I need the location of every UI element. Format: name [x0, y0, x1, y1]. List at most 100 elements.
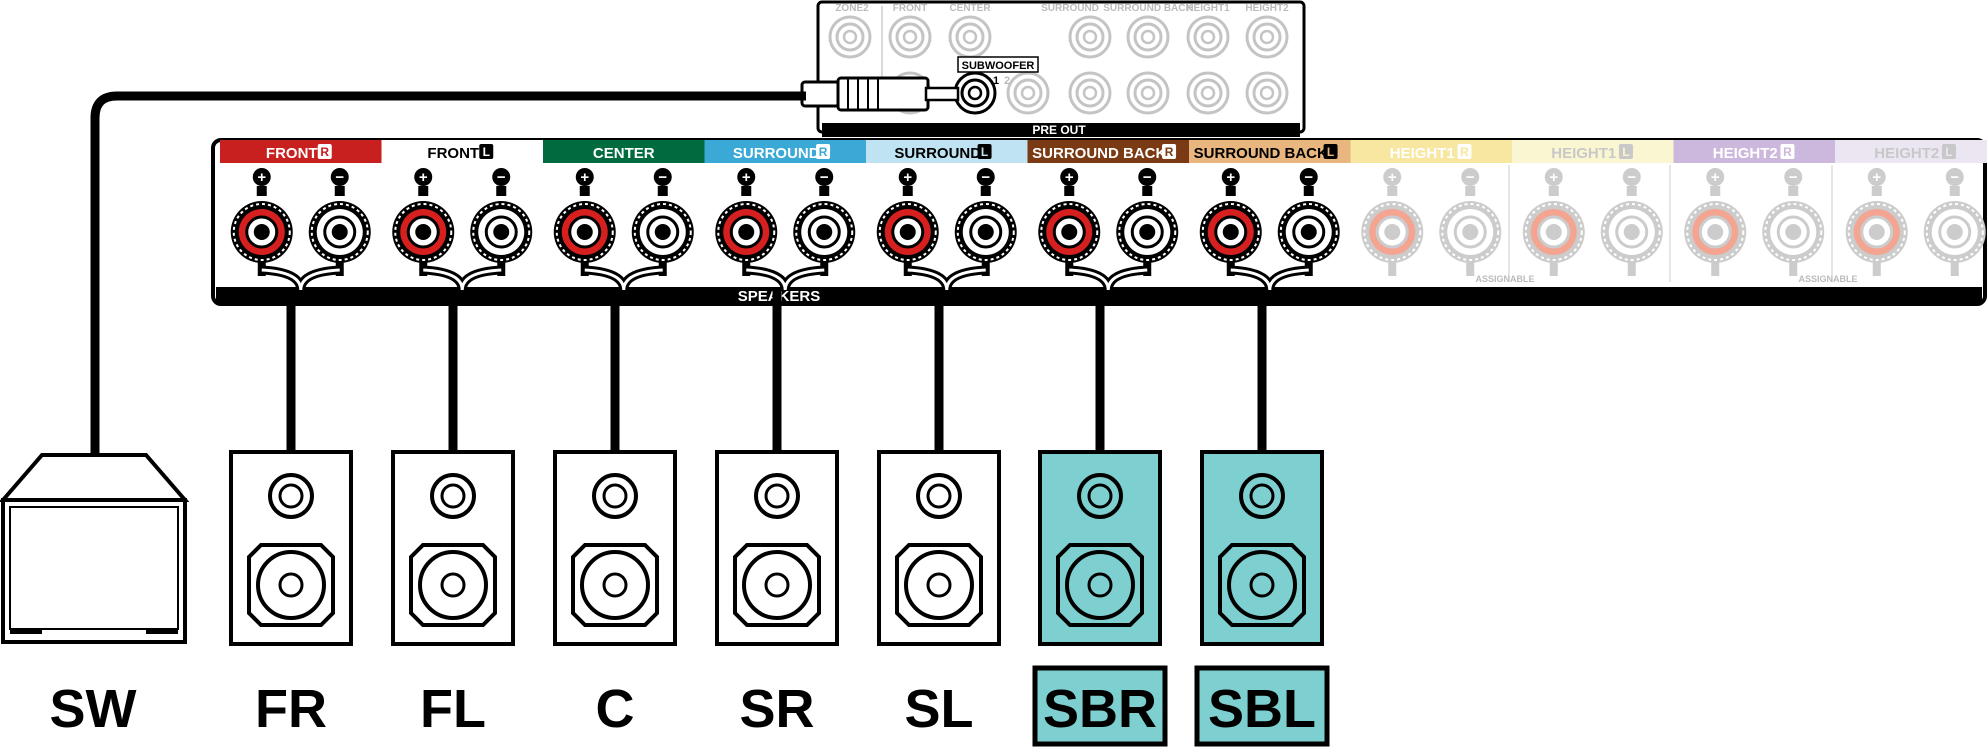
polarity-sign: −	[1789, 169, 1798, 186]
polarity-sign: +	[742, 169, 751, 186]
terminal-plus	[1684, 201, 1747, 263]
wire-fork-highlight	[746, 268, 825, 291]
speaker-label: SL	[904, 679, 973, 739]
rca-jack	[828, 15, 872, 59]
terminal-post	[902, 186, 913, 196]
channel-side: L	[981, 145, 988, 159]
wire-fork-highlight	[423, 268, 502, 291]
terminal-foot	[497, 262, 506, 276]
woofer-cap	[440, 572, 466, 598]
terminal-plus	[1361, 201, 1424, 263]
polarity-sign: +	[1388, 169, 1397, 186]
terminal-post	[496, 186, 507, 196]
tweeter-dome	[1249, 483, 1275, 509]
speaker-label: SR	[739, 679, 814, 739]
channel-side: L	[1622, 145, 1629, 159]
terminal-foot	[1950, 262, 1959, 276]
woofer-cap	[602, 572, 628, 598]
rca-jack	[1245, 71, 1289, 115]
channel-name: FRONT	[266, 145, 318, 162]
terminal-post	[418, 186, 429, 196]
channel-side-badge	[816, 144, 831, 159]
terminal-foot	[419, 262, 428, 276]
terminal-foot	[257, 262, 266, 276]
terminal-plus	[553, 201, 616, 263]
pre-out-top-label: HEIGHT2	[1245, 3, 1289, 14]
polarity-sign: +	[257, 169, 266, 186]
terminal-post	[1387, 186, 1398, 196]
terminal-plus	[1038, 201, 1101, 263]
channel-side: R	[819, 145, 828, 159]
terminal-post	[741, 186, 752, 196]
speaker-sr: SR	[715, 450, 839, 739]
polarity-marker	[1461, 168, 1480, 186]
polarity-marker	[815, 168, 834, 186]
terminal-foot	[1711, 262, 1720, 276]
polarity-sign: −	[1627, 169, 1636, 186]
terminal-minus	[308, 201, 371, 263]
tweeter-dome	[926, 483, 952, 509]
polarity-marker	[252, 168, 271, 186]
polarity-marker	[1299, 168, 1318, 186]
polarity-sign: −	[335, 169, 344, 186]
polarity-sign: −	[981, 169, 990, 186]
speaker-label: FL	[420, 679, 486, 739]
polarity-sign: +	[1226, 169, 1235, 186]
polarity-sign: +	[1872, 169, 1881, 186]
terminal-foot	[820, 262, 829, 276]
channel-name: HEIGHT2	[1874, 145, 1939, 162]
channel-name: SURROUND BACK	[1032, 145, 1166, 162]
assignable-label: ASSIGNABLE	[1475, 274, 1534, 284]
pre-out-top-label: HEIGHT1	[1186, 3, 1230, 14]
terminal-foot	[981, 262, 990, 276]
channel-name: SURROUND	[894, 145, 981, 162]
polarity-sign: −	[1466, 169, 1475, 186]
rca-jack	[1186, 15, 1230, 59]
tweeter-dome	[1087, 483, 1113, 509]
channel-side-badge	[1162, 144, 1177, 159]
subwoofer-label-box	[957, 56, 1039, 73]
subwoofer-port-1: 1	[993, 75, 999, 87]
speaker-label-box	[1032, 665, 1168, 747]
speaker-label: FR	[255, 679, 327, 739]
channel-name: FRONT	[427, 145, 479, 162]
polarity-sign: +	[1549, 169, 1558, 186]
woofer-cap	[926, 572, 952, 598]
rca-jack	[1006, 71, 1050, 115]
terminal-foot	[1143, 262, 1152, 276]
rca-jack	[1068, 15, 1112, 59]
channel-side-badge	[977, 144, 992, 159]
channel-name: SURROUND BACK	[1194, 145, 1328, 162]
speaker-c: C	[553, 450, 677, 739]
terminal-foot	[1065, 262, 1074, 276]
woofer-cap	[1087, 572, 1113, 598]
polarity-sign: +	[1711, 169, 1720, 186]
terminal-post	[1710, 186, 1721, 196]
pre-out-label: PRE OUT	[1032, 123, 1086, 137]
polarity-marker	[1867, 168, 1886, 186]
terminal-foot	[658, 262, 667, 276]
polarity-sign: +	[1065, 169, 1074, 186]
terminal-plus	[715, 201, 778, 263]
terminal-foot	[742, 262, 751, 276]
terminal-foot	[580, 262, 589, 276]
rca-jack	[888, 15, 932, 59]
channel-header	[1027, 140, 1189, 163]
woofer-cap	[764, 572, 790, 598]
terminal-minus	[1116, 201, 1179, 263]
terminal-minus	[1277, 201, 1340, 263]
pre-out-frame	[816, 0, 1306, 134]
wire-fork-highlight	[907, 268, 986, 291]
channel-header	[1350, 140, 1512, 163]
speaker-label: SBR	[1043, 679, 1157, 739]
terminal-foot	[1226, 262, 1235, 276]
terminal-foot	[1304, 262, 1313, 276]
channel-header	[381, 140, 543, 163]
terminal-plus	[1845, 201, 1908, 263]
